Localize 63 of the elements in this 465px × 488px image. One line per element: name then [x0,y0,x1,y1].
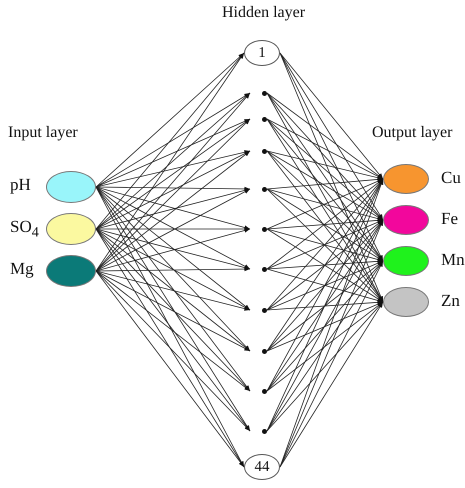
arrow [280,52,384,220]
neuron-dot [262,388,267,394]
arrow [96,228,250,432]
arrow [96,118,250,230]
arrow [96,186,250,310]
arrow [96,266,250,272]
neuron-dot [262,266,267,272]
arrow [266,259,384,270]
arrow [96,228,250,392]
neuron-dot [262,308,267,312]
arrow [96,270,250,432]
arrow [96,270,250,352]
arrow [280,52,384,180]
arrow [96,228,250,310]
layer-heading: Hidden layer [222,4,306,22]
arrow [266,92,384,220]
arrow [96,186,250,192]
neuron-dot [262,226,267,232]
neuron-label: Cu [441,168,461,188]
arrow [96,150,250,188]
neuron-dot [262,428,267,434]
neuron-dot [262,148,267,154]
arrow [266,118,384,262]
arrow [96,270,250,392]
arrow [96,270,250,311]
neuron-label: SO$_{4}$ [10,217,39,242]
arrow [96,186,250,352]
arrow [96,52,244,230]
arrow [266,268,384,303]
arrow [96,150,250,272]
arrow [96,186,250,392]
arrow [96,118,250,188]
arrow [280,260,384,468]
neuron-label: Fe [441,209,458,229]
arrow [96,150,250,230]
neuron-dot [262,90,267,96]
neuron-label: Zn [441,291,460,311]
arrow [266,302,384,432]
arrow [266,300,384,310]
arrow [266,218,384,230]
arrow [96,52,244,272]
neuron-label: Mn [441,250,465,270]
arrow [96,92,250,230]
neuron-dot [262,348,267,354]
neuron-dot [262,116,267,122]
arrow [96,270,244,468]
neuron-circle: 44 [244,454,280,480]
layer-heading: Output layer [372,124,452,142]
arrow [280,52,384,262]
layer-heading: Input layer [8,124,78,142]
arrow [266,92,384,180]
arrow [266,260,384,392]
arrow [266,118,384,220]
neuron-label: pH [10,175,31,195]
neuron-circle: 1 [244,40,280,66]
arrow [96,52,244,188]
arrow [280,302,384,468]
neuron-label: Mg [10,259,34,279]
arrow [96,228,250,352]
neuron-dot [262,186,267,192]
arrow [266,150,384,262]
arrow [96,92,250,188]
arrow [96,186,250,432]
